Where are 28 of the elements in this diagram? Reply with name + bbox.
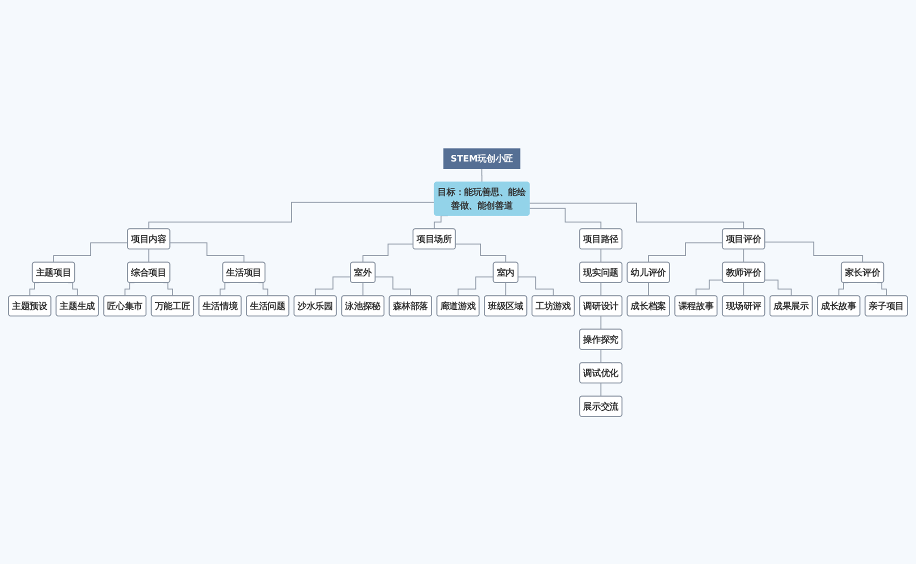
connector <box>170 242 244 262</box>
connector <box>600 248 602 262</box>
connector <box>458 276 494 296</box>
connector <box>481 168 482 182</box>
connector <box>743 248 744 262</box>
connector <box>764 279 792 296</box>
connector <box>53 242 128 262</box>
connector <box>600 382 602 396</box>
connector <box>148 248 150 262</box>
connector <box>505 282 506 296</box>
connector <box>648 282 650 296</box>
connector <box>148 201 435 229</box>
connector <box>600 348 602 363</box>
connector <box>529 202 744 229</box>
connector <box>529 207 602 229</box>
connector <box>455 243 506 262</box>
node-box: STEM玩创小匠 <box>443 148 520 169</box>
connector <box>600 315 602 330</box>
connector <box>362 282 364 296</box>
connector <box>518 276 554 296</box>
connector <box>362 243 414 262</box>
connector <box>764 241 864 262</box>
connector <box>374 276 412 296</box>
connector <box>743 282 744 296</box>
connector <box>600 282 602 296</box>
connector <box>648 242 724 262</box>
connector <box>314 276 352 296</box>
connector <box>696 279 724 296</box>
